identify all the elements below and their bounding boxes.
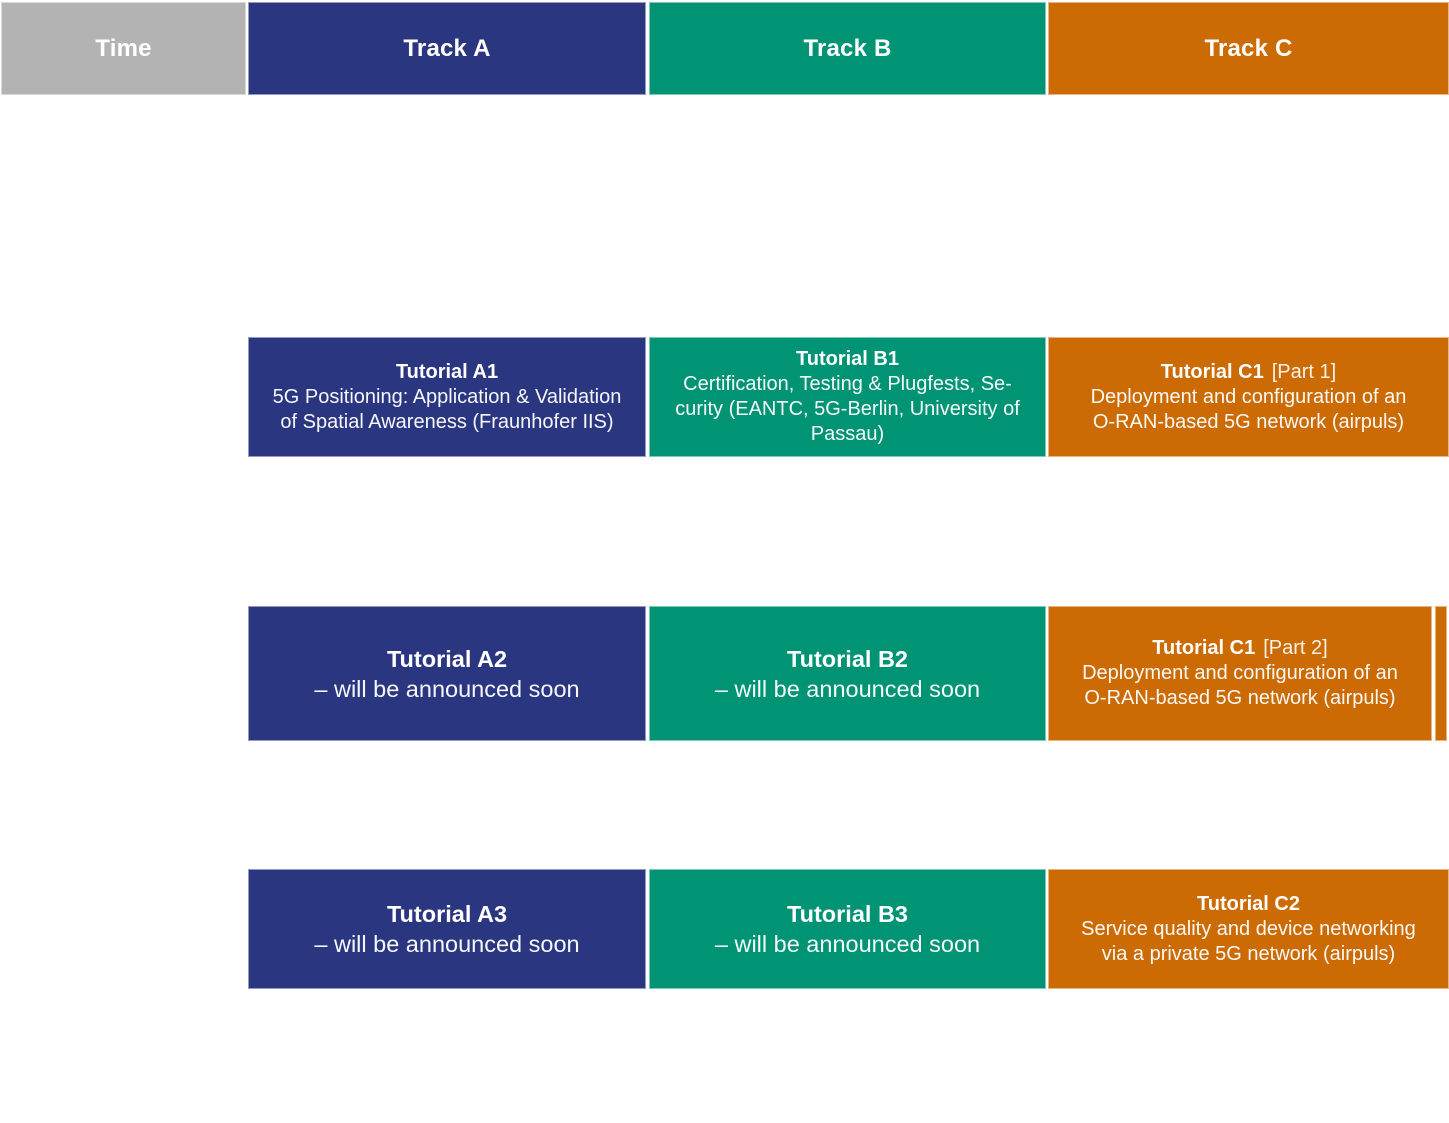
track-c-header-label: Track C [1204, 34, 1293, 62]
tutorial-a3-title: Tutorial A3 [386, 901, 508, 927]
tutorial-c2-cell: Tutorial C2 Service quality and device n… [1048, 869, 1449, 989]
tutorial-a3-description: – will be announced soon [314, 931, 580, 957]
tutorial-b2-title: Tutorial B2 [787, 645, 908, 672]
tutorial-c2-title: Tutorial C2 [1197, 892, 1300, 915]
tutorial-a2-description: – will be announced soon [314, 675, 580, 702]
tutorial-b2-description: – will be announced soon [714, 675, 981, 702]
tutorial-b2-cell: Tutorial B2 – will be announced soon [649, 606, 1046, 741]
track-a-header-label: Track A [403, 34, 491, 62]
tutorial-a2-cell: Tutorial A2 – will be announced soon [248, 606, 646, 741]
tutorial-a1-description: 5G Positioning: Application & Validation… [272, 385, 622, 433]
tutorial-b1-description: Certification, Testing & Plugfests, Se- … [675, 373, 1020, 445]
tutorial-b1-cell: Tutorial B1 Certification, Testing & Plu… [649, 337, 1046, 457]
track-b-header-label: Track B [803, 34, 892, 62]
tutorial-a2-title: Tutorial A2 [386, 645, 508, 672]
tutorial-a1-title: Tutorial A1 [395, 360, 499, 383]
partial-next-column-cell [1435, 606, 1447, 741]
tutorial-b3-cell: Tutorial B3 – will be announced soon [649, 869, 1046, 989]
tutorial-a3-cell: Tutorial A3 – will be announced soon [248, 869, 646, 989]
track-c-header: Track C [1048, 2, 1449, 95]
tutorial-c1-part1-description: Deployment and configuration of an O-RAN… [1090, 385, 1407, 433]
time-header-label: Time [95, 34, 152, 62]
track-b-header: Track B [649, 2, 1046, 95]
tutorial-c2-description: Service quality and device networking vi… [1081, 917, 1416, 965]
tutorial-c1-part2-cell: Tutorial C1[Part 2] Deployment and confi… [1048, 606, 1432, 741]
track-a-header: Track A [248, 2, 646, 95]
tutorial-c1-part1-title: Tutorial C1[Part 1] [1160, 360, 1337, 383]
tutorial-b1-title: Tutorial B1 [796, 348, 899, 370]
time-column-header: Time [1, 2, 246, 95]
tutorial-c1-part1-cell: Tutorial C1[Part 1] Deployment and confi… [1048, 337, 1449, 457]
tutorial-c1-part2-description: Deployment and configuration of an O-RAN… [1082, 662, 1398, 709]
tutorial-c1-part2-title: Tutorial C1[Part 2] [1152, 637, 1328, 659]
tutorial-b3-title: Tutorial B3 [787, 901, 908, 927]
tutorial-b3-description: – will be announced soon [714, 931, 981, 957]
tutorial-a1-cell: Tutorial A1 5G Positioning: Application … [248, 337, 646, 457]
